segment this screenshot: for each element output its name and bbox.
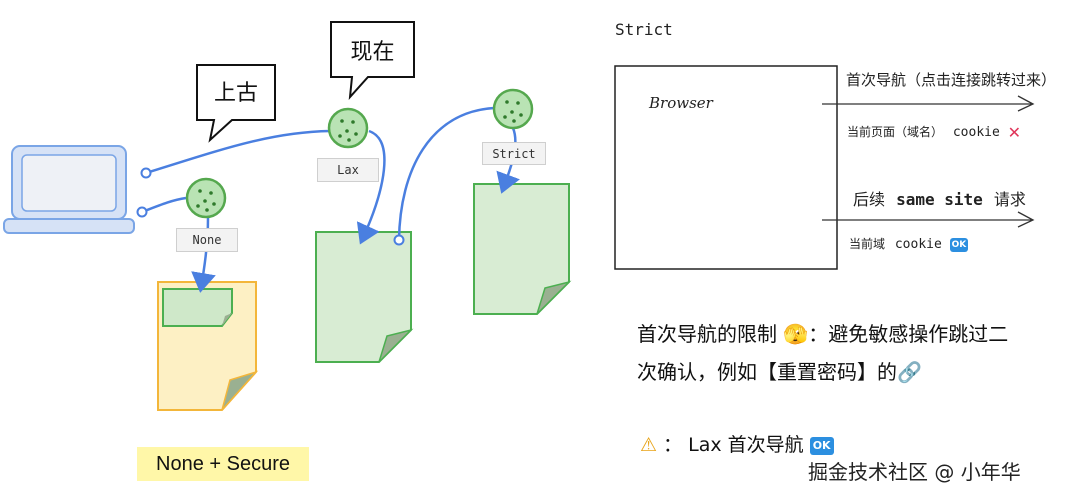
speech-bubble-now: [330, 21, 415, 100]
arrow-first-navigation: [822, 95, 1035, 112]
tag-none: None: [176, 228, 238, 252]
cookie-icon-strict: [492, 88, 534, 130]
caption-text: None + Secure: [156, 452, 290, 475]
first-navigation-label: 首次导航（点击连接跳转过来）: [846, 71, 1057, 89]
same-site-label: 后续 same site 请求: [853, 186, 1026, 210]
warning-note: ⚠ ： Lax 首次导航 OK: [640, 430, 834, 457]
x-mark-icon: ✕: [1007, 123, 1022, 142]
bubble-old-text: 上古: [213, 81, 258, 106]
same-site-post: 请求: [993, 190, 1026, 209]
cookie-diagram: [3, 21, 572, 411]
laptop-icon: [3, 145, 135, 234]
arrow-laptop-to-lax: [145, 129, 331, 175]
warning-text: ： Lax 首次导航: [663, 434, 804, 456]
same-site-pre: 后续: [853, 190, 886, 209]
row1-prefix: 当前页面（域名）: [847, 125, 944, 139]
strict-flow-diagram: [614, 65, 1035, 270]
arrow-none-down: [191, 217, 216, 293]
arrow-lax-to-strict: [397, 106, 495, 241]
row2-code: cookie: [894, 237, 942, 252]
strict-title: Strict: [615, 20, 673, 39]
inner-green-document: [162, 288, 233, 327]
row-current-domain-cookie: 当前域 cookie OK: [849, 235, 969, 252]
warning-icon: ⚠: [640, 434, 658, 456]
row-current-page-cookie: 当前页面（域名） cookie ✕: [847, 123, 1021, 142]
ok-badge-icon-large: OK: [809, 436, 834, 455]
watermark: 掘金技术社区 @ 小年华: [808, 460, 1021, 484]
row2-prefix: 当前域: [849, 237, 886, 251]
cookie-icon-none: [185, 177, 227, 219]
arrow-same-site-request: [822, 211, 1035, 228]
arrow-laptop-to-none: [141, 196, 187, 214]
caption-none-secure: None + Secure: [137, 447, 309, 481]
browser-box: [614, 65, 838, 270]
ok-badge-icon: OK: [949, 237, 969, 252]
note-line-1: 首次导航的限制 🫣：避免敏感操作跳过二: [637, 322, 1009, 346]
speech-bubble-old: [196, 64, 276, 143]
cookie-icon-lax: [327, 107, 369, 149]
tag-lax: Lax: [317, 158, 379, 182]
browser-label: Browser: [649, 94, 713, 112]
tag-strict: Strict: [482, 142, 546, 165]
row1-code: cookie: [952, 125, 1000, 140]
bubble-now-text: 现在: [350, 40, 395, 65]
note-line-2: 次确认，例如【重置密码】的🔗: [637, 360, 922, 384]
arrow-lax-down: [356, 129, 386, 245]
same-site-code: same site: [896, 190, 983, 209]
